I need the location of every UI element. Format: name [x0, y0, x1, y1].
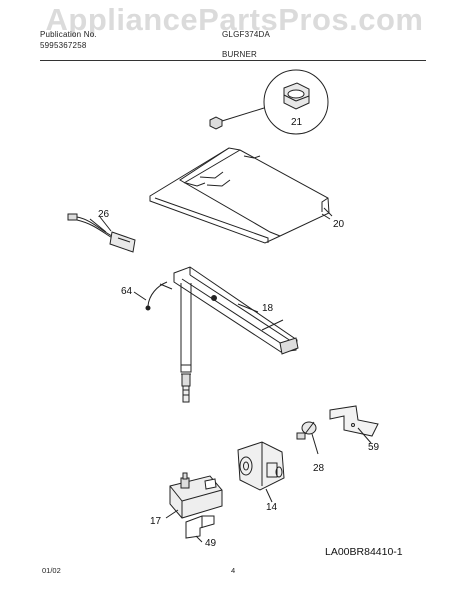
callout-49: 49: [205, 538, 217, 549]
part-49-bracket: [185, 515, 215, 543]
leader-18: [237, 303, 259, 313]
diagram-code: LA00BR84410-1: [325, 546, 403, 558]
callout-26: 26: [98, 209, 110, 220]
footer-date: 01/02: [42, 566, 61, 575]
callout-59: 59: [368, 442, 380, 453]
callout-18: 18: [262, 303, 274, 314]
publication-number: 5995367258: [40, 41, 87, 50]
part-21-nut: [209, 69, 329, 135]
part-18-burner-tube: [173, 266, 299, 403]
leader-64: [133, 291, 147, 301]
part-64-ignitor: [145, 281, 173, 311]
callout-14: 14: [266, 502, 278, 513]
footer-page-number: 4: [231, 566, 236, 575]
part-59-bracket: [329, 405, 379, 444]
part-28-fitting: [296, 421, 319, 455]
leader-20: [321, 213, 331, 220]
callout-21: 21: [291, 117, 303, 128]
model-number: GLGF374DA: [222, 30, 271, 39]
leader-26: [89, 218, 107, 233]
part-26-igniter-wiring: [67, 213, 136, 253]
part-14-regulator: [237, 441, 285, 503]
watermark: AppliancePartsPros.com: [45, 2, 424, 37]
section-title: BURNER: [222, 50, 257, 59]
callout-20: 20: [333, 219, 345, 230]
part-17-valve: [165, 472, 223, 519]
header-rule: [40, 60, 426, 61]
part-20-baffle: [149, 147, 333, 244]
callout-64: 64: [121, 286, 133, 297]
callout-28: 28: [313, 463, 325, 474]
callout-17: 17: [150, 516, 162, 527]
publication-label: Publication No.: [40, 30, 97, 39]
